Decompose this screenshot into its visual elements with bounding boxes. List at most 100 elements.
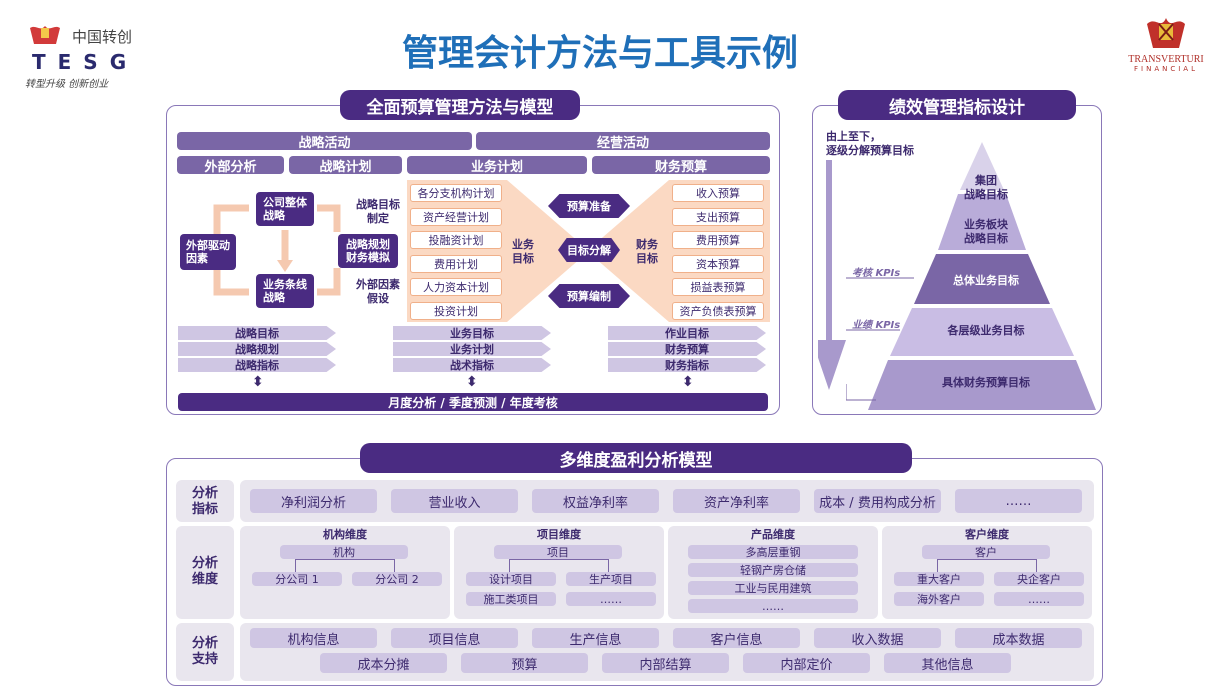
row-support-label: 分析 支持 [191, 636, 218, 667]
finance-budget-item: 收入预算 [672, 184, 764, 202]
kpi-banner: 绩效管理指标设计 [838, 90, 1076, 120]
page-title: 管理会计方法与工具示例 [401, 33, 798, 74]
support-item: 成本分摊 [320, 653, 447, 673]
dimension-child: 海外客户 [894, 592, 984, 606]
dimension-child: 重大客户 [894, 572, 984, 586]
support-item: 内部结算 [602, 653, 729, 673]
support-item: 项目信息 [391, 628, 518, 648]
review-bar: 月度分析 / 季度预测 / 年度考核 [178, 393, 768, 411]
dimension-title: 客户维度 [965, 528, 1009, 541]
business-plan-item: 各分支机构计划 [410, 184, 502, 202]
strategy-flow-arrows [213, 204, 341, 296]
finance-budget-item: 支出预算 [672, 207, 764, 226]
transverturi-logo: TRANSVERTURI FINANCIAL [1122, 14, 1210, 84]
kpi-pyramid [868, 142, 1096, 410]
node-line-strategy: 业务条线 战略 [256, 274, 314, 308]
node-assumption: 外部因素 假设 [356, 278, 400, 305]
target-arrow: 战略规划 [178, 342, 336, 356]
dimension-title: 机构维度 [323, 528, 367, 541]
metric-item: 营业收入 [391, 489, 518, 513]
kpi-desc: 由上至下， 逐级分解预算目标 [826, 130, 914, 157]
header-business-plan: 业务计划 [407, 156, 587, 175]
tesg-logo: 中国转创 TESG 转型升级 创新创业 [20, 20, 150, 90]
node-strategy-plan: 战略规划 财务模拟 [338, 234, 398, 268]
metric-item: 成本 / 费用构成分析 [814, 489, 941, 513]
dimension-child: 分公司 2 [352, 572, 442, 586]
node-plan-label: 战略规划 财务模拟 [346, 238, 390, 264]
goal-decompose-label: 目标分解 [567, 244, 611, 257]
finance-budget-item: 资产负债表预算 [672, 301, 764, 320]
down-arrow-icon [818, 160, 846, 390]
metric-item: 权益净利率 [532, 489, 659, 513]
tree-connector [509, 559, 609, 572]
metric-item: 净利润分析 [250, 489, 377, 513]
dimension-item: …… [688, 599, 858, 613]
kpi-perf-label: 业绩 KPIs [852, 320, 901, 331]
row-metrics-bg [240, 480, 1094, 522]
business-plan-item: 人力资本计划 [410, 278, 502, 296]
pyramid-level-5: 具体财务预算目标 [942, 376, 1030, 389]
business-plan-item: 资产经营计划 [410, 207, 502, 226]
dimension-child: 施工类项目 [466, 592, 556, 606]
business-goal-label: 业务 目标 [512, 238, 534, 265]
dimension-item: 工业与民用建筑 [688, 581, 858, 595]
dimension-title: 产品维度 [751, 528, 795, 541]
tree-connector [937, 559, 1037, 572]
logo-slogan: 转型升级 创新创业 [25, 79, 109, 90]
support-item: 预算 [461, 653, 588, 673]
dimension-item: 多高层重钢 [688, 545, 858, 559]
dimension-child: 分公司 1 [252, 572, 342, 586]
kpi-lines [846, 277, 914, 401]
dimension-root: 项目 [494, 545, 622, 559]
finance-goal-label: 财务 目标 [636, 238, 658, 265]
finance-budget-item: 费用预算 [672, 231, 764, 249]
metric-item: 资产净利率 [673, 489, 800, 513]
node-external-driver: 外部驱动 因素 [180, 234, 236, 270]
kpi-assess-label: 考核 KPIs [852, 268, 901, 279]
dimension-child: 生产项目 [566, 572, 656, 586]
target-arrow: 业务计划 [393, 342, 551, 356]
support-item: 机构信息 [250, 628, 377, 648]
header-finance-budget: 财务预算 [592, 156, 770, 175]
finance-budget-item: 资本预算 [672, 254, 764, 273]
pyramid-level-1: 集团 战略目标 [964, 174, 1008, 201]
target-arrow: 战略目标 [178, 326, 336, 340]
pyramid-level-4: 各层级业务目标 [947, 324, 1025, 337]
business-plan-item: 投资计划 [410, 301, 502, 320]
budget-compile-label: 预算编制 [567, 290, 611, 303]
node-company-label: 公司整体 战略 [263, 196, 307, 222]
pyramid-level-3: 总体业务目标 [953, 274, 1019, 287]
budget-prep: 预算准备 [548, 194, 630, 218]
support-item: 其他信息 [884, 653, 1011, 673]
goal-decompose: 目标分解 [558, 238, 620, 262]
crest-icon [1143, 14, 1189, 54]
node-line-label: 业务条线 战略 [263, 278, 307, 304]
business-plan-item: 费用计划 [410, 254, 502, 273]
logo-cn-text: 中国转创 [72, 28, 133, 46]
row-dims-label: 分析 维度 [191, 556, 218, 587]
support-item: 生产信息 [532, 628, 659, 648]
updown-arrow-icon: ⬍ [466, 374, 478, 390]
dimension-child: …… [566, 592, 656, 606]
target-arrow: 财务预算 [608, 342, 766, 356]
support-item: 收入数据 [814, 628, 941, 648]
support-item: 成本数据 [955, 628, 1082, 648]
dimension-root: 机构 [280, 545, 408, 559]
target-arrow: 业务目标 [393, 326, 551, 340]
operation-activity: 经营活动 [476, 132, 770, 151]
row-dims [176, 526, 234, 619]
budget-banner: 全面预算管理方法与模型 [340, 90, 580, 120]
support-item: 客户信息 [673, 628, 800, 648]
row-metrics-label: 分析 指标 [191, 486, 218, 517]
budget-prep-label: 预算准备 [567, 200, 611, 213]
logo-right-name: TRANSVERTURI [1128, 54, 1204, 65]
dimension-item: 轻钢产房仓储 [688, 563, 858, 577]
updown-arrow-icon: ⬍ [252, 374, 264, 390]
business-plan-item: 投融资计划 [410, 231, 502, 249]
support-item: 内部定价 [743, 653, 870, 673]
target-arrow: 战略指标 [178, 358, 336, 372]
dimension-child: …… [994, 592, 1084, 606]
dimension-child: 央企客户 [994, 572, 1084, 586]
target-arrow: 财务指标 [608, 358, 766, 372]
budget-compile: 预算编制 [548, 284, 630, 308]
